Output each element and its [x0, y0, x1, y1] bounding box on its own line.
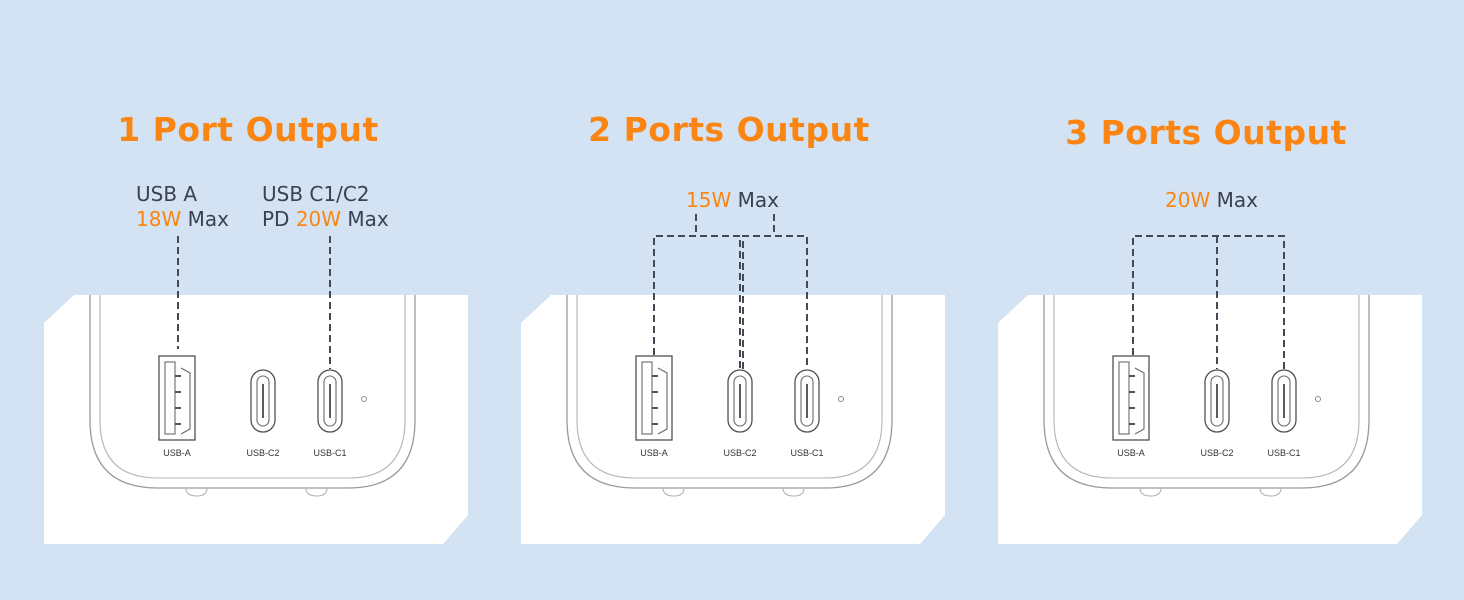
port-label-usb-a: USB-A [163, 448, 191, 458]
panel-3-max: Max [1216, 188, 1258, 212]
port-label-usb-a: USB-A [640, 448, 668, 458]
port-label-usb-a: USB-A [1117, 448, 1145, 458]
usb-c-label: USB C1/C2 PD 20W Max [262, 182, 389, 232]
port-label-usb-c2: USB-C2 [246, 448, 279, 458]
usb-c-rating: PD 20W Max [262, 207, 389, 232]
usb-a-max: Max [187, 207, 229, 231]
usb-c-watt: 20W [295, 207, 342, 231]
panel-2-title: 2 Ports Output [588, 110, 870, 149]
usb-a-rating: 18W Max [136, 207, 229, 232]
port-label-usb-c1: USB-C1 [790, 448, 823, 458]
usb-c-name: USB C1/C2 [262, 182, 370, 206]
port-label-usb-c1: USB-C1 [313, 448, 346, 458]
panel-2-max: Max [737, 188, 779, 212]
panel-2-watt: 15W [686, 188, 732, 212]
usb-a-label: USB A 18W Max [136, 182, 229, 232]
connector-panel-3-lines [1132, 235, 1285, 369]
device-panel-1: USB-A USB-C2 USB-C1 [43, 294, 469, 545]
panel-3-title: 3 Ports Output [1065, 113, 1347, 152]
usb-c-prefix: PD [262, 207, 290, 231]
connector-panel-2-lines [653, 214, 808, 369]
panel-2-rating: 15W Max [686, 188, 779, 213]
usb-a-watt: 18W [136, 207, 182, 231]
panel-3-rating: 20W Max [1165, 188, 1258, 213]
panel-1-title: 1 Port Output [117, 110, 379, 149]
port-label-usb-c1: USB-C1 [1267, 448, 1300, 458]
port-label-usb-c2: USB-C2 [723, 448, 756, 458]
device-panel-2: USB-A USB-C2 USB-C1 [520, 294, 946, 545]
usb-c-max: Max [347, 207, 389, 231]
device-panel-3: USB-A USB-C2 USB-C1 [997, 294, 1423, 545]
port-label-usb-c2: USB-C2 [1200, 448, 1233, 458]
usb-a-name: USB A [136, 182, 198, 206]
panel-3-watt: 20W [1165, 188, 1211, 212]
